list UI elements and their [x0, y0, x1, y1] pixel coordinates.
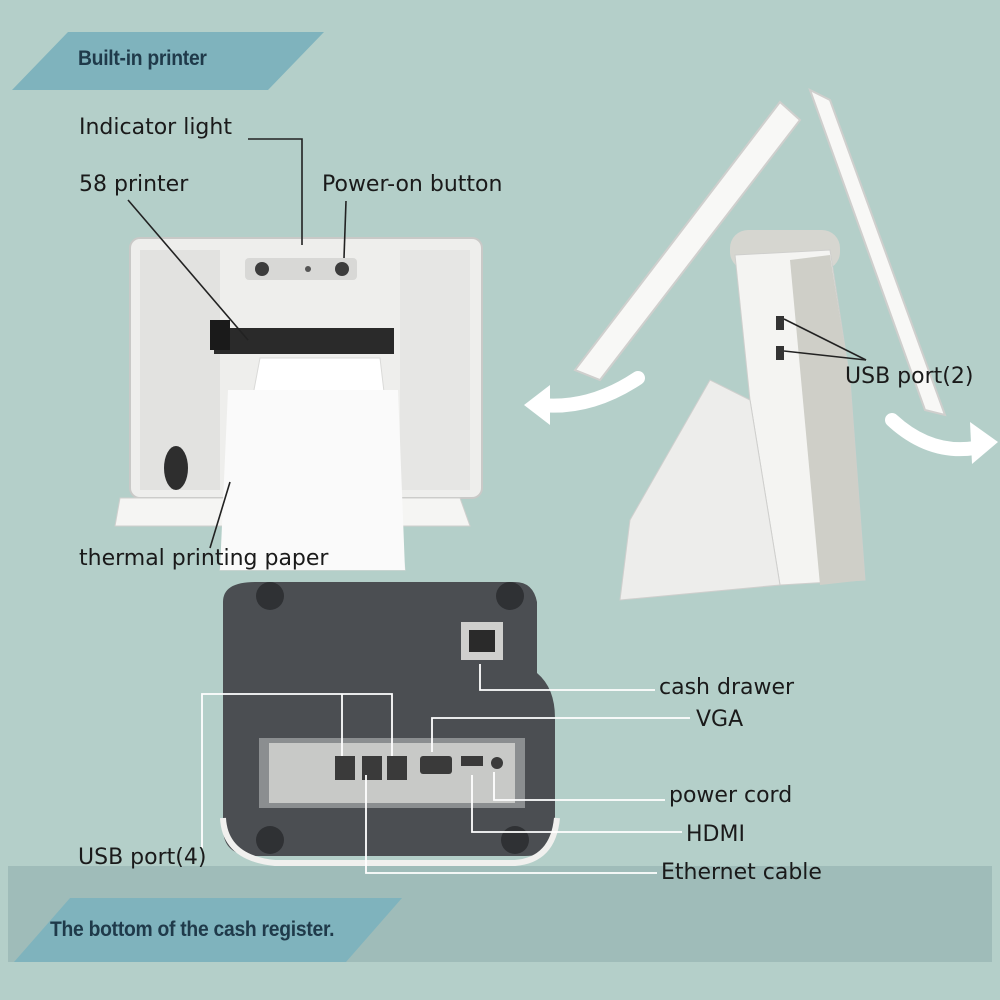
title-banner-text: Built-in printer	[78, 47, 207, 70]
rotate-right-arrow-icon	[885, 413, 982, 457]
rotate-left-arrow-icon	[533, 371, 645, 413]
printer-58-label: 58 printer	[79, 172, 189, 197]
cash-drawer-label: cash drawer	[659, 675, 795, 700]
thermal-paper-label: thermal printing paper	[79, 546, 329, 571]
usb-port-2-label: USB port(2)	[845, 364, 974, 389]
usb-port-4-label: USB port(4)	[78, 845, 207, 870]
title-banner	[12, 32, 324, 90]
indicator-light-label: Indicator light	[79, 115, 232, 140]
stand-photo	[524, 87, 998, 601]
power-on-button-label: Power-on button	[322, 172, 503, 197]
footer-banner	[14, 898, 402, 962]
power-cord-label: power cord	[669, 783, 793, 808]
hdmi-label: HDMI	[686, 822, 745, 847]
footer-banner-text: The bottom of the cash register.	[50, 918, 335, 941]
ethernet-cable-label: Ethernet cable	[661, 860, 822, 885]
printer-photo	[114, 237, 483, 571]
vga-label: VGA	[696, 707, 744, 732]
